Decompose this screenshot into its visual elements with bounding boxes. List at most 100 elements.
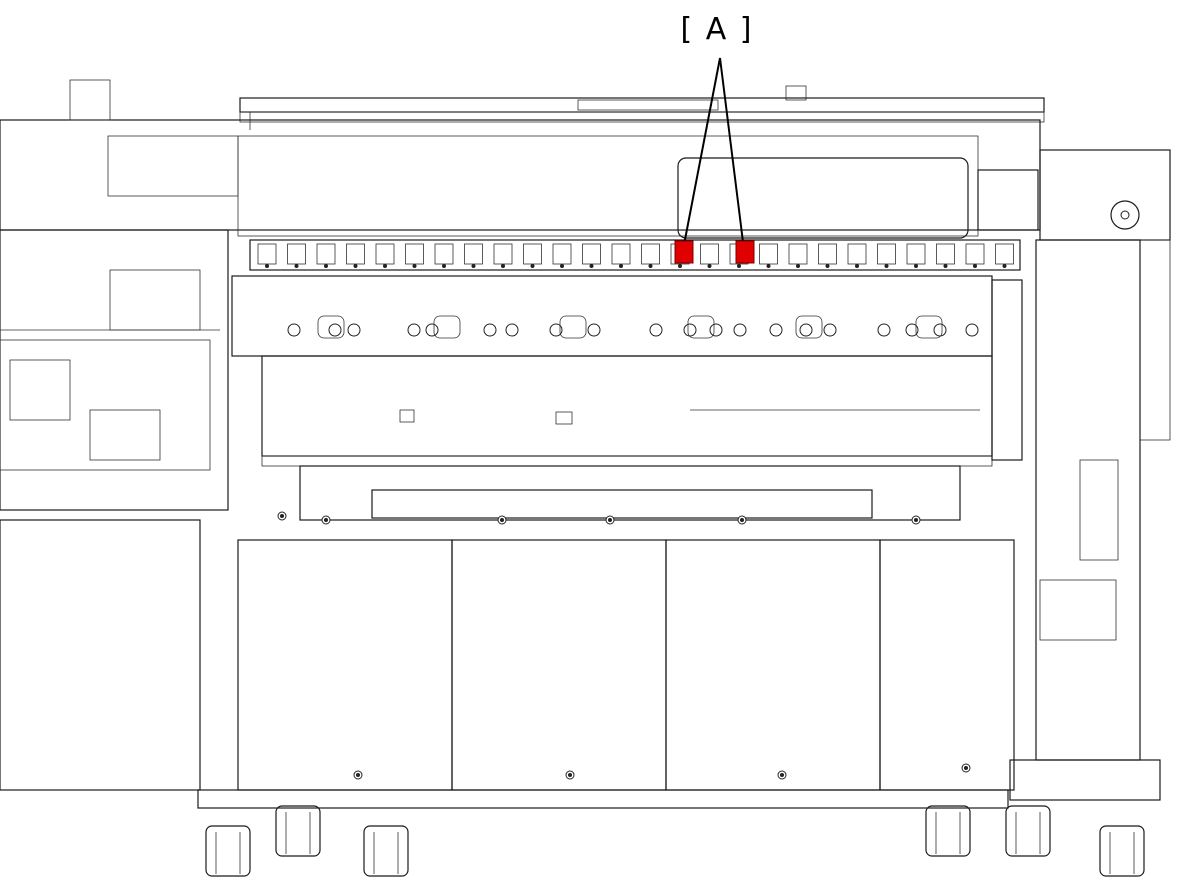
head-slot [700,243,719,265]
caster-wheel [1099,825,1145,877]
head-slot [523,243,542,265]
caster-wheel [275,805,321,857]
head-row [249,239,1021,271]
head-slot [405,243,424,265]
head-pin [501,264,505,268]
platen-hole [505,323,519,337]
screw-center [740,518,744,522]
platen-holes [287,315,979,339]
platen-hole [733,323,747,337]
head-pin [766,264,771,268]
head-slot [257,243,277,265]
callout-leaders [682,57,745,251]
head-slot [965,243,985,265]
head-slot [316,243,336,265]
platen-hole [905,323,919,337]
platen-hole [877,323,891,337]
platen-hole [683,323,697,337]
head-pin [737,264,741,268]
left-mechanism [0,79,229,791]
platen-hole [407,323,421,337]
head-pin [589,264,594,268]
head-pin [324,264,328,268]
screw-center [914,518,918,522]
screw-center [324,518,328,522]
platen-hole [769,323,783,337]
platen-hole [328,323,342,337]
head-pin [943,264,948,268]
platen-hole [965,323,979,337]
caster-wheel [363,825,409,877]
platen-hole [549,323,563,337]
head-pin [265,264,269,268]
part-a-left [674,240,694,264]
callout-label: [ A ] [680,12,754,47]
head-slot [434,243,454,265]
head-pin [619,264,623,268]
platen-hole [799,323,813,337]
head-slot [818,243,837,265]
platen-hole [709,323,723,337]
head-pin [855,264,859,268]
head-pin [383,264,387,268]
bottom-covers [197,539,1015,809]
head-pin [1002,264,1007,268]
screw-center [568,773,572,777]
head-pin [973,264,977,268]
feed-bar [299,465,961,521]
head-slot [346,243,365,265]
platen-hole [347,323,361,337]
head-pin [412,264,417,268]
head-slot [375,243,395,265]
caster-wheel [205,825,251,877]
head-pin [560,264,564,268]
screw-center [608,518,612,522]
platen-hole [933,323,947,337]
platen-hole [649,323,663,337]
head-pin [707,264,712,268]
highlighted-parts [674,240,755,264]
platen-hole [425,323,439,337]
screw-center [356,773,360,777]
head-slot [936,243,955,265]
platen-clip [317,315,345,339]
head-slot [611,243,631,265]
platen-clip [433,315,461,339]
head-slot [877,243,896,265]
screw-center [500,518,504,522]
right-mechanism [991,239,1161,801]
head-slot [847,243,867,265]
head-slot [464,243,483,265]
head-slot [759,243,778,265]
head-pin [884,264,889,268]
platen-clip [915,315,943,339]
head-pin [796,264,800,268]
head-pin [825,264,830,268]
platen-clip [559,315,587,339]
head-slot [582,243,601,265]
head-slot [788,243,808,265]
platen-hole [587,323,601,337]
head-slot [641,243,660,265]
head-pin [294,264,299,268]
platen-clip [687,315,715,339]
caster-wheel [925,805,971,857]
part-a-right [735,240,755,264]
screw-center [964,766,968,770]
head-slot [287,243,306,265]
platen-hole [823,323,837,337]
panel-screws [277,511,971,780]
head-pin [442,264,446,268]
head-rail [249,239,1021,271]
head-slot [552,243,572,265]
casters [205,805,1145,877]
head-slot [493,243,513,265]
top-cover [239,85,1045,130]
head-pin [648,264,653,268]
head-pin [914,264,918,268]
screw-center [280,514,284,518]
head-pin [678,264,682,268]
head-pin [353,264,358,268]
